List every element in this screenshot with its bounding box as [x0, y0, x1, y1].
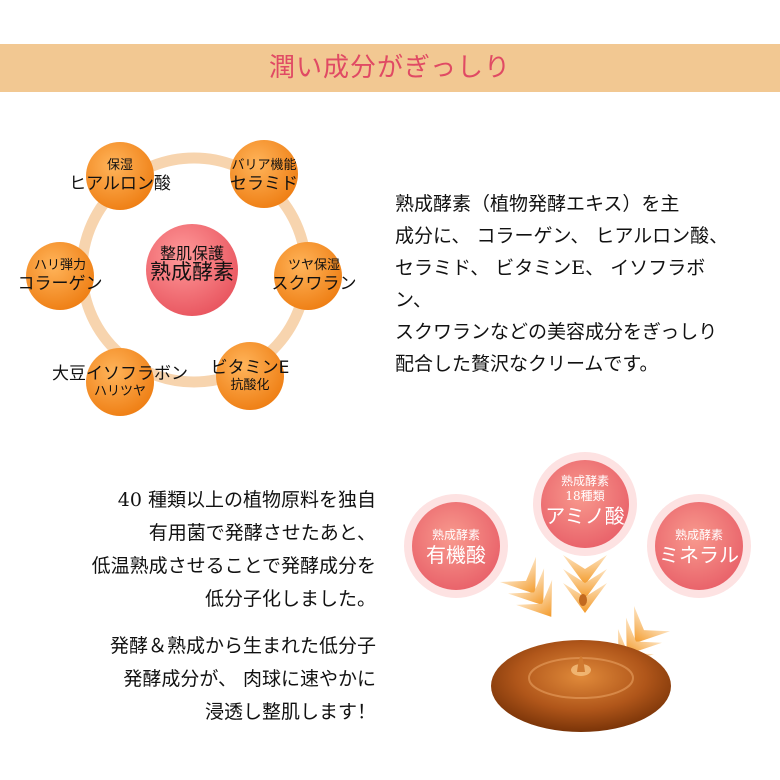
node-sub: 抗酸化 — [230, 378, 270, 393]
liquid-drop — [579, 594, 587, 606]
node-ceramide — [230, 140, 298, 208]
bubble-small-text: 熟成酵素 — [674, 528, 723, 542]
description-line: 熟成酵素（植物発酵エキス）を主 — [395, 193, 680, 215]
bubble-top — [541, 460, 629, 548]
wheel-graphic — [26, 140, 342, 416]
node-label-isoflavone: 大豆イソフラボン ハリツヤ — [38, 364, 202, 400]
description-line: スクワランなどの美容成分をぎっしり — [395, 321, 718, 343]
bubble-left-label: 熟成酵素 有機酸 — [412, 528, 500, 567]
bubble-main-text: アミノ酸 — [545, 504, 625, 528]
liquid-pool — [491, 640, 671, 732]
node-label-squalane: ツヤ保湿 スクワラン — [254, 258, 374, 294]
node-squalane — [274, 242, 342, 310]
process-line: 発酵成分が、 肉球に速やかに — [123, 668, 376, 690]
header-banner: 潤い成分がぎっしり — [0, 44, 780, 92]
bubble-main-text: 有機酸 — [426, 543, 486, 567]
description-line: セラミド、 ビタミンE、 イソフラボン、 — [395, 257, 706, 311]
center-node-main: 熟成酵素 — [150, 260, 234, 284]
node-main: 大豆イソフラボン — [52, 364, 188, 384]
node-vitamin-e — [216, 342, 284, 410]
center-node-label: 整肌保護 熟成酵素 — [132, 244, 252, 284]
bubble-right-label: 熟成酵素 ミネラル — [651, 528, 747, 567]
bubble-small-text: 熟成酵素 — [560, 474, 609, 488]
process-line: 低温熟成させることで発酵成分を — [91, 555, 376, 577]
illustration-graphic — [404, 452, 751, 732]
bubble-right — [655, 502, 743, 590]
process-line: 浸透し整肌します！ — [204, 701, 376, 723]
node-sub: ハリツヤ — [93, 384, 146, 399]
process-line: 有用菌で発酵させたあと、 — [148, 522, 376, 544]
center-node-top: 整肌保護 — [159, 244, 224, 263]
node-sub: バリア機能 — [231, 158, 297, 173]
node-label-vitamin-e: ビタミンE 抗酸化 — [194, 358, 306, 394]
bubble-left — [412, 502, 500, 590]
node-collagen — [26, 242, 94, 310]
bubble-main-text: ミネラル — [659, 543, 739, 567]
node-sub: ツヤ保湿 — [287, 258, 340, 273]
node-sub: 保湿 — [106, 158, 133, 173]
arrow-left — [500, 556, 553, 617]
bubble-top-label: 熟成酵素 18種類 アミノ酸 — [541, 474, 629, 528]
ingredients-illustration: 熟成酵素 有機酸 熟成酵素 18種類 アミノ酸 熟成酵素 ミネラル — [400, 440, 780, 760]
description-line: 配合した贅沢なクリームです。 — [395, 353, 659, 375]
node-label-hyaluronic: 保湿 ヒアルロン酸 — [50, 158, 190, 194]
process-line: 40 種類以上の植物原料を独自 — [117, 489, 376, 511]
node-label-ceramide: バリア機能 セラミド — [204, 158, 324, 194]
center-node — [146, 224, 238, 316]
node-main: ヒアルロン酸 — [69, 174, 171, 194]
node-main: スクワラン — [271, 274, 357, 294]
node-label-collagen: ハリ弾力 コラーゲン — [8, 258, 112, 294]
process-line: 低分子化しました。 — [204, 588, 376, 610]
product-description: 熟成酵素（植物発酵エキス）を主 成分に、 コラーゲン、 ヒアルロン酸、 セラミド… — [395, 188, 735, 380]
bubble-small-text: 熟成酵素 — [431, 528, 480, 542]
node-main: ビタミンE — [210, 358, 290, 378]
paragraph-gap — [40, 616, 376, 630]
ingredient-wheel: 整肌保護 熟成酵素 保湿 ヒアルロン酸 バリア機能 セラミド ツヤ保湿 スクワラ… — [0, 130, 380, 430]
process-description: 40 種類以上の植物原料を独自 有用菌で発酵させたあと、 低温熟成させることで発… — [40, 484, 376, 729]
bubble-small-text: 18種類 — [565, 489, 605, 503]
node-isoflavone — [86, 348, 154, 416]
node-main: コラーゲン — [17, 274, 103, 294]
description-line: 成分に、 コラーゲン、 ヒアルロン酸、 — [395, 225, 729, 247]
node-main: セラミド — [230, 174, 298, 194]
process-line: 発酵＆熟成から生まれた低分子 — [109, 635, 376, 657]
liquid-splash — [577, 656, 585, 672]
node-hyaluronic — [86, 142, 154, 210]
banner-title: 潤い成分がぎっしり — [269, 53, 511, 83]
node-sub: ハリ弾力 — [33, 258, 86, 273]
